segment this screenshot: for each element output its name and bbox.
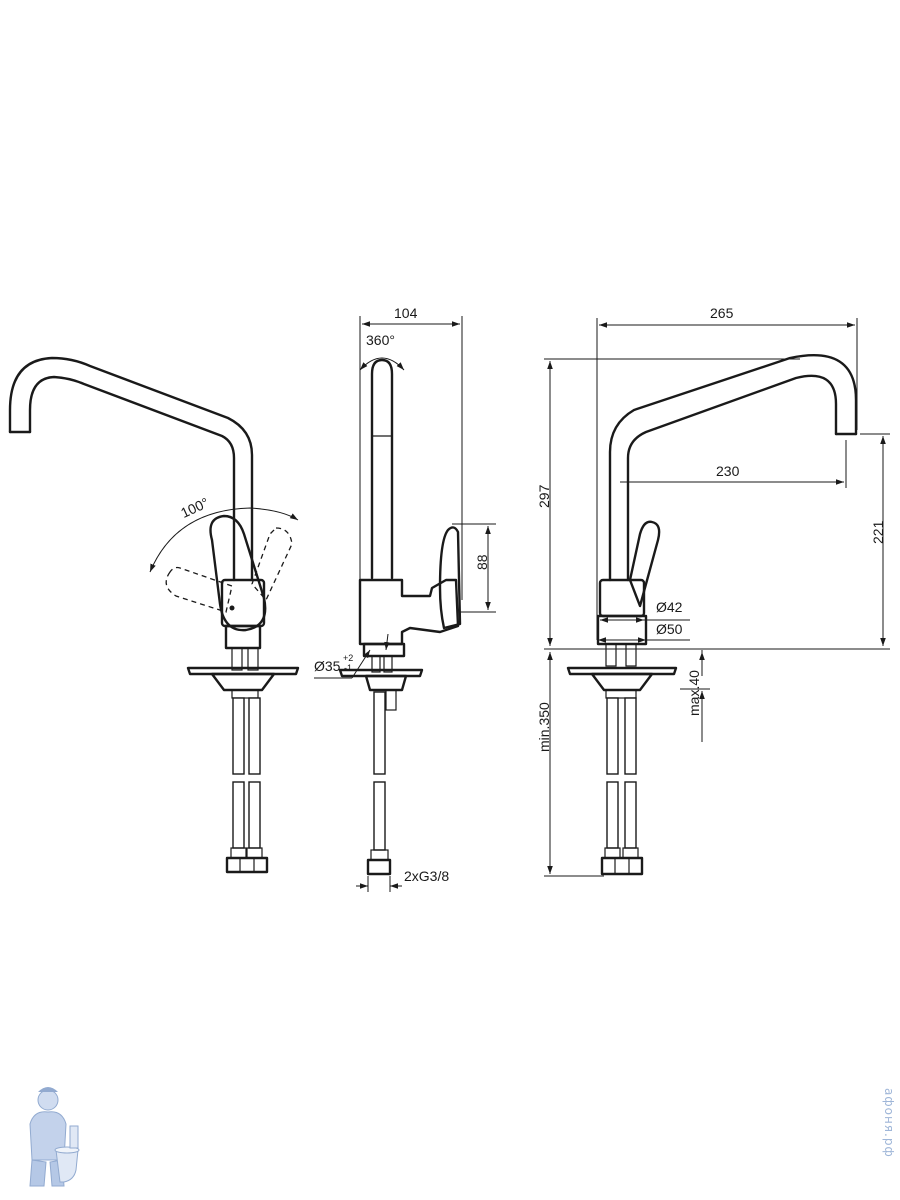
front-spout-inner <box>28 375 236 582</box>
rotation-label: 360° <box>366 332 395 348</box>
spout-reach-label: 230 <box>716 463 740 479</box>
front-base <box>224 624 262 650</box>
side-width-label: 104 <box>394 305 418 321</box>
lever-height-label: 88 <box>474 554 490 570</box>
front-spout-outline <box>8 356 254 582</box>
front-mount-plate <box>186 666 300 676</box>
body-d50-label: Ø50 <box>656 621 683 637</box>
hose-length-label: min.350 <box>536 702 552 752</box>
plumber-mascot-logo <box>29 1087 80 1187</box>
right-lever <box>628 520 661 608</box>
spout-height-label: 221 <box>870 520 886 544</box>
side-view: 360° 104 88 Ø35 +2 -1 2xG3/8 <box>314 305 496 892</box>
front-lever <box>209 514 267 632</box>
hole-tolerance-minus: -1 <box>344 663 352 673</box>
right-spout-inner <box>626 374 838 582</box>
angle-arc <box>149 507 299 573</box>
rotation-arc <box>359 357 405 371</box>
total-reach-label: 265 <box>710 305 734 321</box>
right-spout-outline <box>608 354 858 582</box>
right-mount-plate <box>566 666 678 676</box>
right-view: 265 230 297 221 Ø42 Ø50 max.40 min.350 <box>536 305 890 877</box>
total-height-label: 297 <box>536 484 552 508</box>
side-body <box>358 578 460 646</box>
front-hoses <box>225 697 269 874</box>
hole-diameter-label: Ø35 <box>314 658 341 674</box>
watermark-text: афоня.рф <box>882 1088 896 1158</box>
right-base <box>596 614 648 646</box>
max-thickness-label: max.40 <box>686 670 702 716</box>
right-hoses <box>600 697 644 876</box>
side-lever <box>438 526 462 630</box>
side-mount-plate <box>338 668 424 678</box>
body-d42-label: Ø42 <box>656 599 683 615</box>
side-spout <box>370 358 394 580</box>
front-lever-left-position <box>165 566 233 613</box>
front-view: 100° <box>8 356 300 874</box>
hole-tolerance-plus: +2 <box>343 653 353 663</box>
front-mount-bracket <box>210 672 276 692</box>
connection-label: 2xG3/8 <box>404 868 449 884</box>
front-lever-right-position <box>251 527 293 602</box>
side-hoses <box>366 691 392 876</box>
angle-label: 100° <box>178 494 211 521</box>
